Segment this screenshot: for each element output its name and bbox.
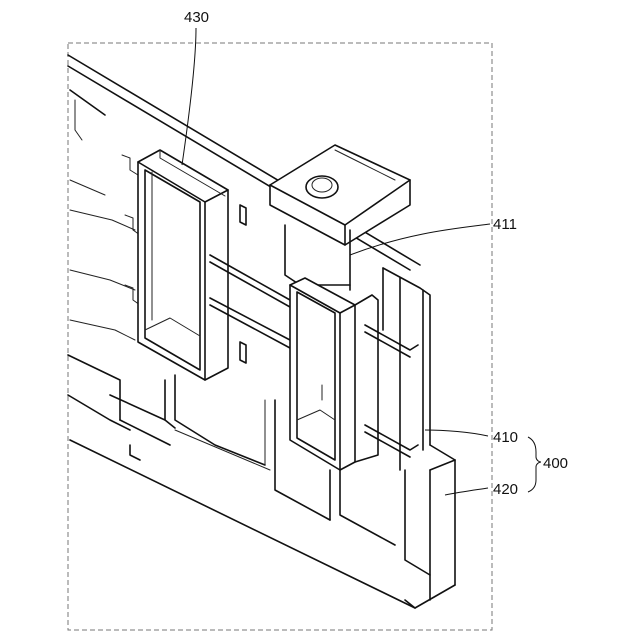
label-410: 410 (493, 429, 518, 446)
base-body (68, 55, 455, 608)
holder-411 (270, 145, 410, 470)
label-411: 411 (493, 216, 517, 233)
label-420: 420 (493, 481, 518, 498)
leader-lines (182, 28, 541, 495)
back-slots (240, 205, 246, 363)
label-400: 400 (543, 455, 568, 472)
label-430: 430 (184, 9, 209, 26)
